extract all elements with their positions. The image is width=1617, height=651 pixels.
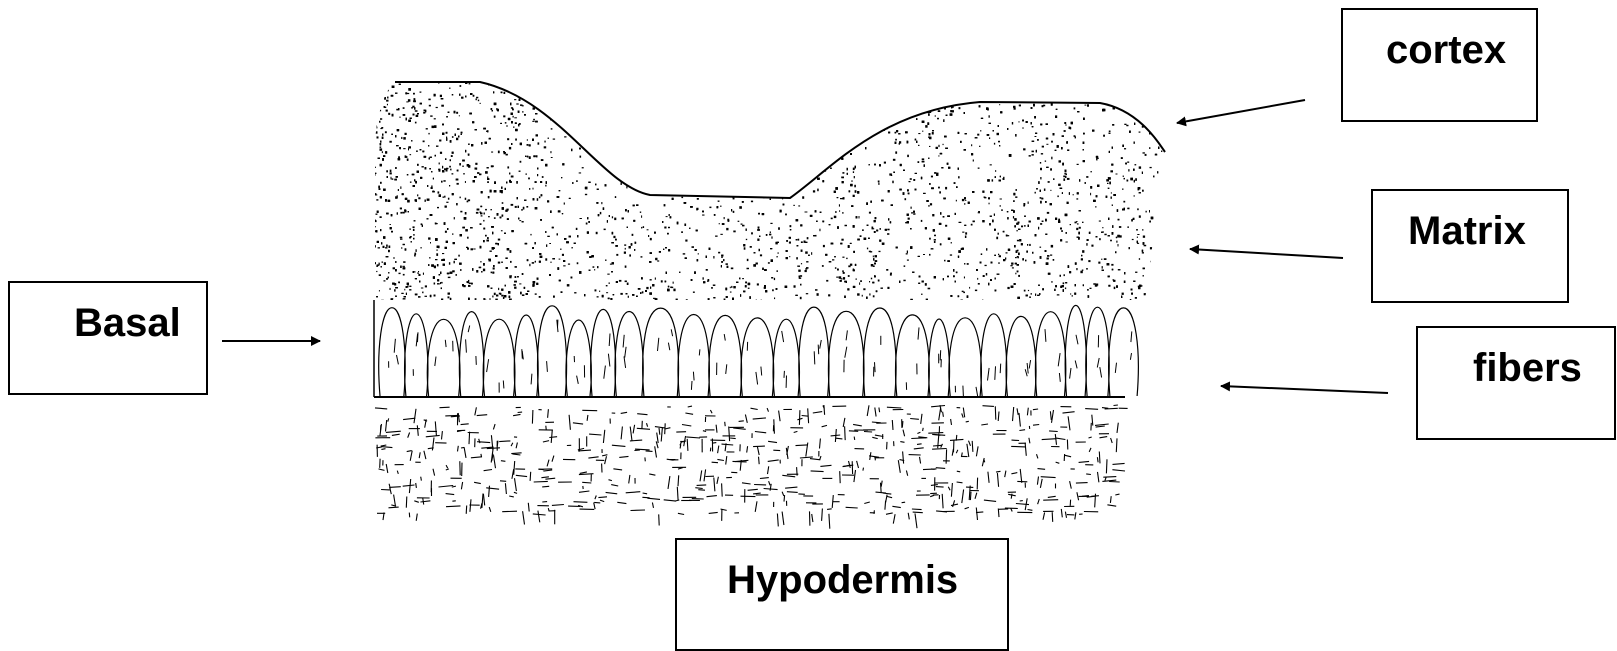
hypodermis-label: Hypodermis <box>727 560 958 600</box>
cortex-arrow <box>1177 100 1305 123</box>
cortex-label: cortex <box>1386 30 1506 70</box>
fibers-label: fibers <box>1473 348 1582 388</box>
dashed-lower-layer <box>375 405 1128 529</box>
matrix-arrow <box>1190 249 1343 258</box>
fibers-arrow <box>1221 386 1388 393</box>
basal-label: Basal <box>74 303 181 343</box>
columnar-fiber-layer <box>379 305 1139 397</box>
matrix-label: Matrix <box>1408 211 1526 251</box>
stippled-upper-layer <box>372 80 1168 304</box>
